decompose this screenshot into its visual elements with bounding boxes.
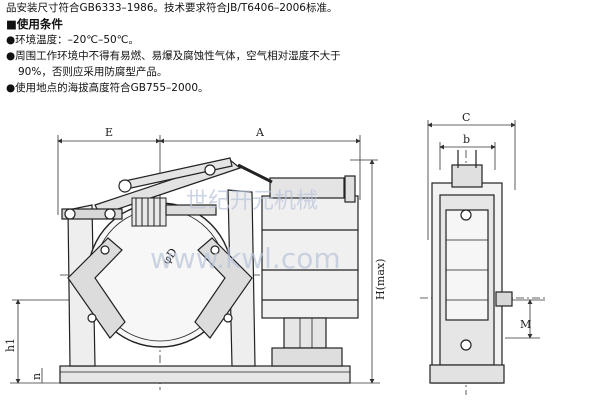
dim-label-b: b [463,133,470,146]
conditions-text: 品安装尺寸符合GB6333–1986。技术要求符合JB/T6406–2006标准… [6,0,596,96]
dim-label-n: n [30,373,43,380]
condition-altitude: ●使用地点的海拔高度符合GB755–2000。 [6,82,209,94]
dim-label-m: M [520,318,531,331]
condition-environment-cont: 90%，否则应采用防腐型产品。 [18,66,168,78]
watermark: 世纪开元机械 www.kwl.com [150,189,341,275]
dim-label-e: E [105,126,113,139]
dim-label-h1: h1 [4,338,17,352]
brake-side-view [429,150,513,384]
condition-temperature: ●环境温度：–20℃–50℃。 [6,34,139,46]
conditions-heading: ■使用条件 [6,17,63,31]
watermark-cn: 世纪开元机械 [186,189,318,214]
dim-label-a: A [255,126,265,139]
dim-label-hmax: H(max) [374,259,387,300]
condition-environment: ●周围工作环境中不得有易燃、易爆及腐蚀性气体，空气相对湿度不大于 [6,50,341,62]
standard-line: 品安装尺寸符合GB6333–1986。技术要求符合JB/T6406–2006标准… [6,2,338,14]
watermark-url: www.kwl.com [150,242,341,275]
brake-front-view [59,157,359,384]
dim-label-c: C [462,111,470,124]
